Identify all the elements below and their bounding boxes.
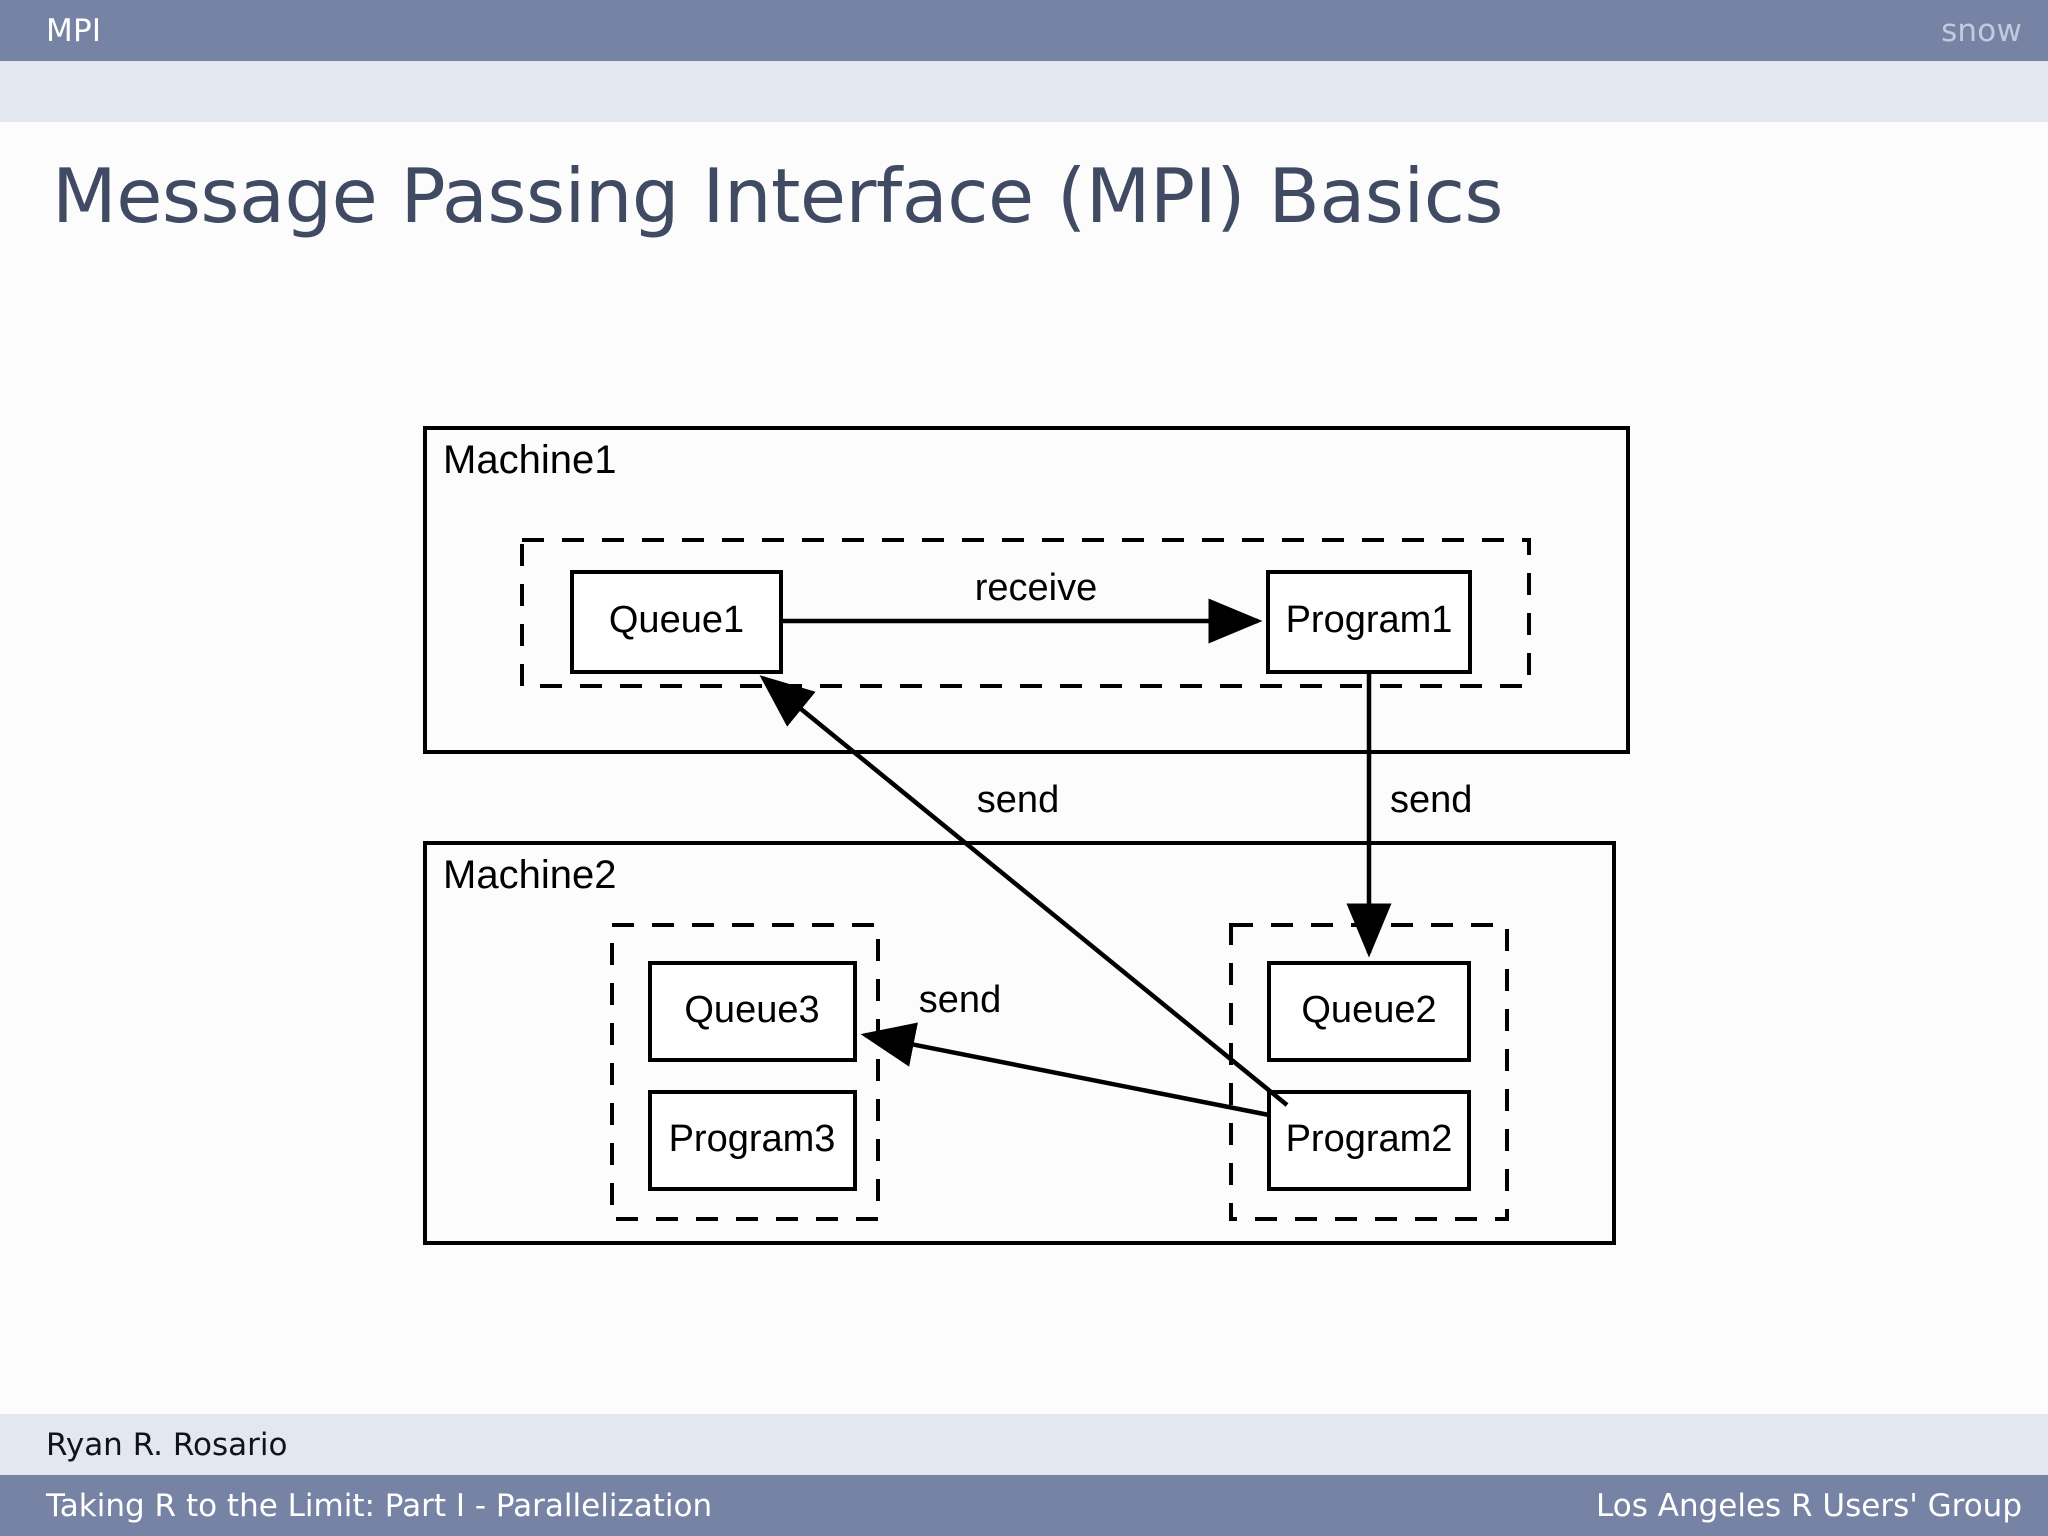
queue2-box[interactable] bbox=[1267, 961, 1471, 1062]
footer-talk-title: Taking R to the Limit: Part I - Parallel… bbox=[46, 1487, 713, 1524]
page-title: Message Passing Interface (MPI) Basics bbox=[52, 152, 1504, 240]
nav-item-mpi[interactable]: MPI bbox=[46, 12, 102, 49]
machine2-label: Machine2 bbox=[443, 853, 616, 897]
program3-box[interactable] bbox=[648, 1090, 857, 1191]
header-navigation-bar: MPI snow bbox=[0, 0, 2048, 61]
edge-label-receive: receive bbox=[975, 567, 1098, 609]
header-subbar bbox=[0, 61, 2048, 122]
nav-item-snow[interactable]: snow bbox=[1941, 12, 2022, 49]
footer-author: Ryan R. Rosario bbox=[46, 1426, 288, 1463]
program1-label: Program1 bbox=[1286, 599, 1453, 641]
footer-organization: Los Angeles R Users' Group bbox=[1596, 1487, 2022, 1524]
edge-label-send-program2-queue3: send bbox=[919, 979, 1001, 1021]
edge-label-send-program1-queue2: send bbox=[1390, 779, 1472, 821]
edge-label-send-program2-queue1: send bbox=[977, 779, 1059, 821]
edge-program2-to-queue3 bbox=[860, 1022, 1270, 1118]
program2-box[interactable] bbox=[1267, 1090, 1471, 1191]
machine1-container bbox=[423, 426, 1630, 754]
queue1-box[interactable] bbox=[570, 570, 783, 674]
queue2-label: Queue2 bbox=[1301, 989, 1436, 1031]
program3-label: Program3 bbox=[669, 1118, 836, 1160]
queue3-box[interactable] bbox=[648, 961, 857, 1062]
edge-program2-to-queue1 bbox=[759, 675, 1289, 1107]
program2-label: Program2 bbox=[1286, 1118, 1453, 1160]
queue3-label: Queue3 bbox=[684, 989, 819, 1031]
footer-info-bar: Taking R to the Limit: Part I - Parallel… bbox=[0, 1475, 2048, 1536]
machine2-container bbox=[423, 841, 1616, 1245]
machine1-process-group bbox=[520, 538, 1531, 688]
program1-box[interactable] bbox=[1266, 570, 1472, 674]
machine1-label: Machine1 bbox=[443, 438, 616, 482]
machine2-left-process-group bbox=[610, 923, 880, 1221]
queue1-label: Queue1 bbox=[609, 599, 744, 641]
footer-author-bar: Ryan R. Rosario bbox=[0, 1414, 2048, 1475]
